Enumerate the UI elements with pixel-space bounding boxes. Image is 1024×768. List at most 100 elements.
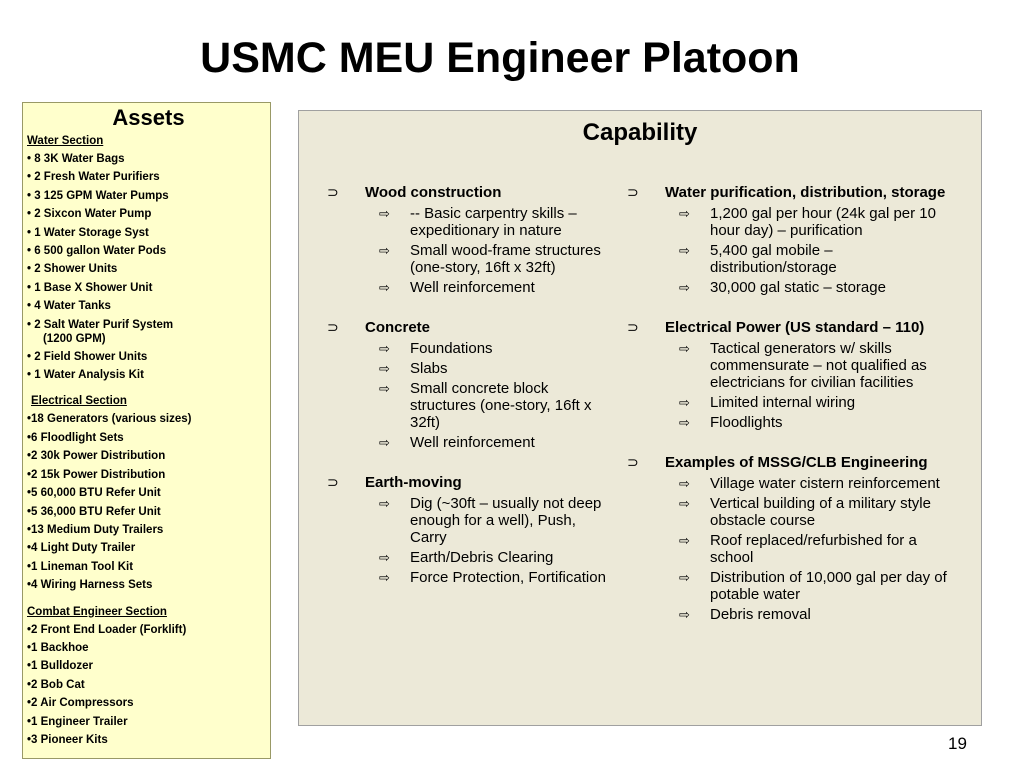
capability-group-heading: ⊃Examples of MSSG/CLB Engineering — [627, 453, 957, 472]
asset-item: •13 Medium Duty Trailers — [27, 523, 164, 536]
asset-item: •3 Pioneer Kits — [27, 733, 108, 746]
capability-subitem-label: Debris removal — [710, 606, 811, 623]
capability-subitem-label: Earth/Debris Clearing — [410, 549, 554, 566]
outline-arrow-icon: ⇨ — [379, 381, 390, 396]
outline-arrow-icon: ⇨ — [379, 280, 390, 295]
capability-group-label: Water purification, distribution, storag… — [665, 184, 946, 201]
outline-arrow-icon: ⇨ — [679, 607, 690, 622]
capability-subitem-label: Limited internal wiring — [710, 394, 856, 411]
capability-subitem-label: Tactical generators w/ skills commensura… — [710, 340, 927, 391]
capability-subitem-label: Foundations — [410, 340, 493, 357]
outline-arrow-icon: ⇨ — [679, 496, 690, 511]
outline-arrow-icon: ⇨ — [679, 570, 690, 585]
arrow-bullet-icon: ⊃ — [327, 184, 339, 200]
capability-subitem: ⇨Village water cistern reinforcement — [627, 475, 957, 492]
capability-left-column: ⊃ Wood construction ⇨ -- Basic carpentry sk… — [327, 183, 607, 608]
outline-arrow-icon: ⇨ — [679, 280, 690, 295]
capability-subitem-label: Well reinforcement — [410, 434, 535, 451]
assets-section: Water Section • 8 3K Water Bags • 2 Fresh … — [27, 133, 270, 384]
capability-subitem-label: Force Protection, Fortification — [410, 569, 606, 586]
capability-subitem-label: Roof replaced/refurbished for a school — [710, 532, 917, 566]
asset-item: •2 Air Compressors — [27, 697, 134, 710]
capability-group-heading: ⊃ Water purification, distribution, stora… — [627, 183, 957, 202]
assets-section-heading: Water Section — [27, 135, 104, 147]
outline-arrow-icon: ⇨ — [379, 570, 390, 585]
assets-section: Combat Engineer Section •2 Front End Load… — [27, 604, 270, 750]
capability-heading: Capability — [582, 119, 698, 146]
asset-item: •2 15k Power Distribution — [27, 468, 166, 481]
asset-item: • 8 3K Water Bags — [27, 153, 125, 165]
asset-item: •5 60,000 BTU Refer Unit — [27, 487, 161, 500]
asset-item: • 2 Shower Units — [27, 263, 118, 276]
assets-panel: Assets Water Section • 8 3K Water Bags • 2… — [22, 102, 271, 759]
asset-item: • 2 Fresh Water Purifiers — [27, 171, 160, 184]
capability-group: ⊃ Water purification, distribution, stora… — [627, 183, 957, 296]
outline-arrow-icon: ⇨ — [379, 206, 390, 221]
assets-heading: Assets — [112, 105, 185, 130]
capability-group-heading: ⊃Electrical Power (US standard – 110) — [627, 318, 957, 337]
capability-subitem-label: -- Basic carpentry skills – expeditionar… — [410, 205, 577, 239]
capability-subitem-label: Well reinforcement — [410, 279, 535, 296]
capability-group: ⊃Electrical Power (US standard – 110)⇨Ta… — [627, 318, 957, 431]
capability-group: ⊃Concrete ⇨ Foundations ⇨Slabs ⇨ Small concre… — [327, 318, 607, 451]
capability-subitem: ⇨Dig (~30ft – usually not deep enough fo… — [327, 495, 607, 546]
capability-group: ⊃ Wood construction ⇨ -- Basic carpentry sk… — [327, 183, 607, 296]
page-number: 19 — [948, 734, 967, 753]
asset-item: •5 36,000 BTU Refer Unit — [27, 505, 161, 518]
asset-item: • 3 125 GPM Water Pumps — [27, 189, 169, 202]
asset-item: •2 Front End Loader (Forklift) — [27, 623, 187, 636]
asset-item: •1 Backhoe — [27, 641, 89, 654]
capability-subitem: ⇨1,200 gal per hour (24k gal per 10 hour… — [627, 205, 957, 239]
capability-subitem: ⇨5,400 gal mobile – distribution/storage — [627, 242, 957, 276]
assets-section-heading: Combat Engineer Section — [27, 605, 167, 618]
asset-item: • 1 Water Analysis Kit — [27, 369, 144, 382]
capability-subitem: ⇨ Floodlights — [627, 414, 957, 431]
capability-subitem: ⇨Vertical building of a military style o… — [627, 495, 957, 529]
asset-item: • 1 Water Storage Syst — [27, 226, 149, 239]
outline-arrow-icon: ⇨ — [679, 415, 690, 430]
capability-subitem-label: Distribution of 10,000 gal per day of po… — [710, 569, 947, 603]
outline-arrow-icon: ⇨ — [379, 496, 390, 511]
capability-group-label: Electrical Power (US standard – 110) — [665, 319, 925, 336]
capability-right-column: ⊃ Water purification, distribution, stora… — [627, 183, 957, 645]
capability-group: ⊃Examples of MSSG/CLB Engineering ⇨Villag… — [627, 453, 957, 623]
capability-subitem: ⇨ Debris removal — [627, 606, 957, 623]
capability-subitem: ⇨ 30,000 gal static – storage — [627, 279, 957, 296]
asset-item: •18 Generators (various sizes) — [27, 413, 192, 426]
capability-subitem-label: Small concrete block structures (one-sto… — [410, 380, 592, 431]
asset-item: • 2 Salt Water Purif System (1200 GPM) — [27, 318, 174, 345]
arrow-bullet-icon: ⊃ — [327, 474, 339, 490]
capability-group-heading: ⊃Concrete — [327, 318, 607, 337]
capability-group-heading: ⊃ Wood construction — [327, 183, 607, 202]
capability-subitem: ⇨Slabs — [327, 360, 607, 377]
capability-subitem: ⇨ Well reinforcement — [327, 279, 607, 296]
capability-group-label: Earth-moving — [365, 474, 462, 491]
capability-subitem: ⇨ Well reinforcement — [327, 434, 607, 451]
capability-group-label: Concrete — [365, 319, 431, 336]
capability-subitem: ⇨ Roof replaced/refurbished for a school — [627, 532, 957, 566]
capability-subitem: ⇨Tactical generators w/ skills commensur… — [627, 340, 957, 391]
capability-subitem: ⇨Earth/Debris Clearing — [327, 549, 607, 566]
asset-item: •1 Bulldozer — [27, 660, 94, 673]
asset-item: •1 Lineman Tool Kit — [27, 560, 134, 573]
asset-item: • 2 Sixcon Water Pump — [27, 208, 152, 221]
asset-item: •4 Light Duty Trailer — [27, 542, 136, 555]
outline-arrow-icon: ⇨ — [679, 206, 690, 221]
asset-item: • 4 Water Tanks — [27, 300, 111, 313]
capability-group-heading: ⊃ Earth-moving — [327, 473, 607, 492]
assets-sections: Water Section • 8 3K Water Bags • 2 Fresh … — [27, 133, 270, 749]
asset-item: •2 Bob Cat — [27, 678, 85, 691]
asset-item: • 1 Base X Shower Unit — [27, 281, 153, 294]
arrow-bullet-icon: ⊃ — [627, 184, 639, 200]
outline-arrow-icon: ⇨ — [379, 341, 390, 356]
asset-item: •2 30k Power Distribution — [27, 450, 166, 463]
capability-subitem-label: 30,000 gal static – storage — [710, 279, 886, 296]
capability-subitem-label: Floodlights — [710, 414, 783, 431]
assets-section: Electrical Section•18 Generators (variou… — [27, 393, 270, 594]
capability-subitem: ⇨ Foundations — [327, 340, 607, 357]
outline-arrow-icon: ⇨ — [679, 533, 690, 548]
slide-title: USMC MEU Engineer Platoon — [200, 34, 800, 82]
outline-arrow-icon: ⇨ — [379, 435, 390, 450]
outline-arrow-icon: ⇨ — [379, 243, 390, 258]
capability-group-label: Wood construction — [365, 184, 502, 201]
